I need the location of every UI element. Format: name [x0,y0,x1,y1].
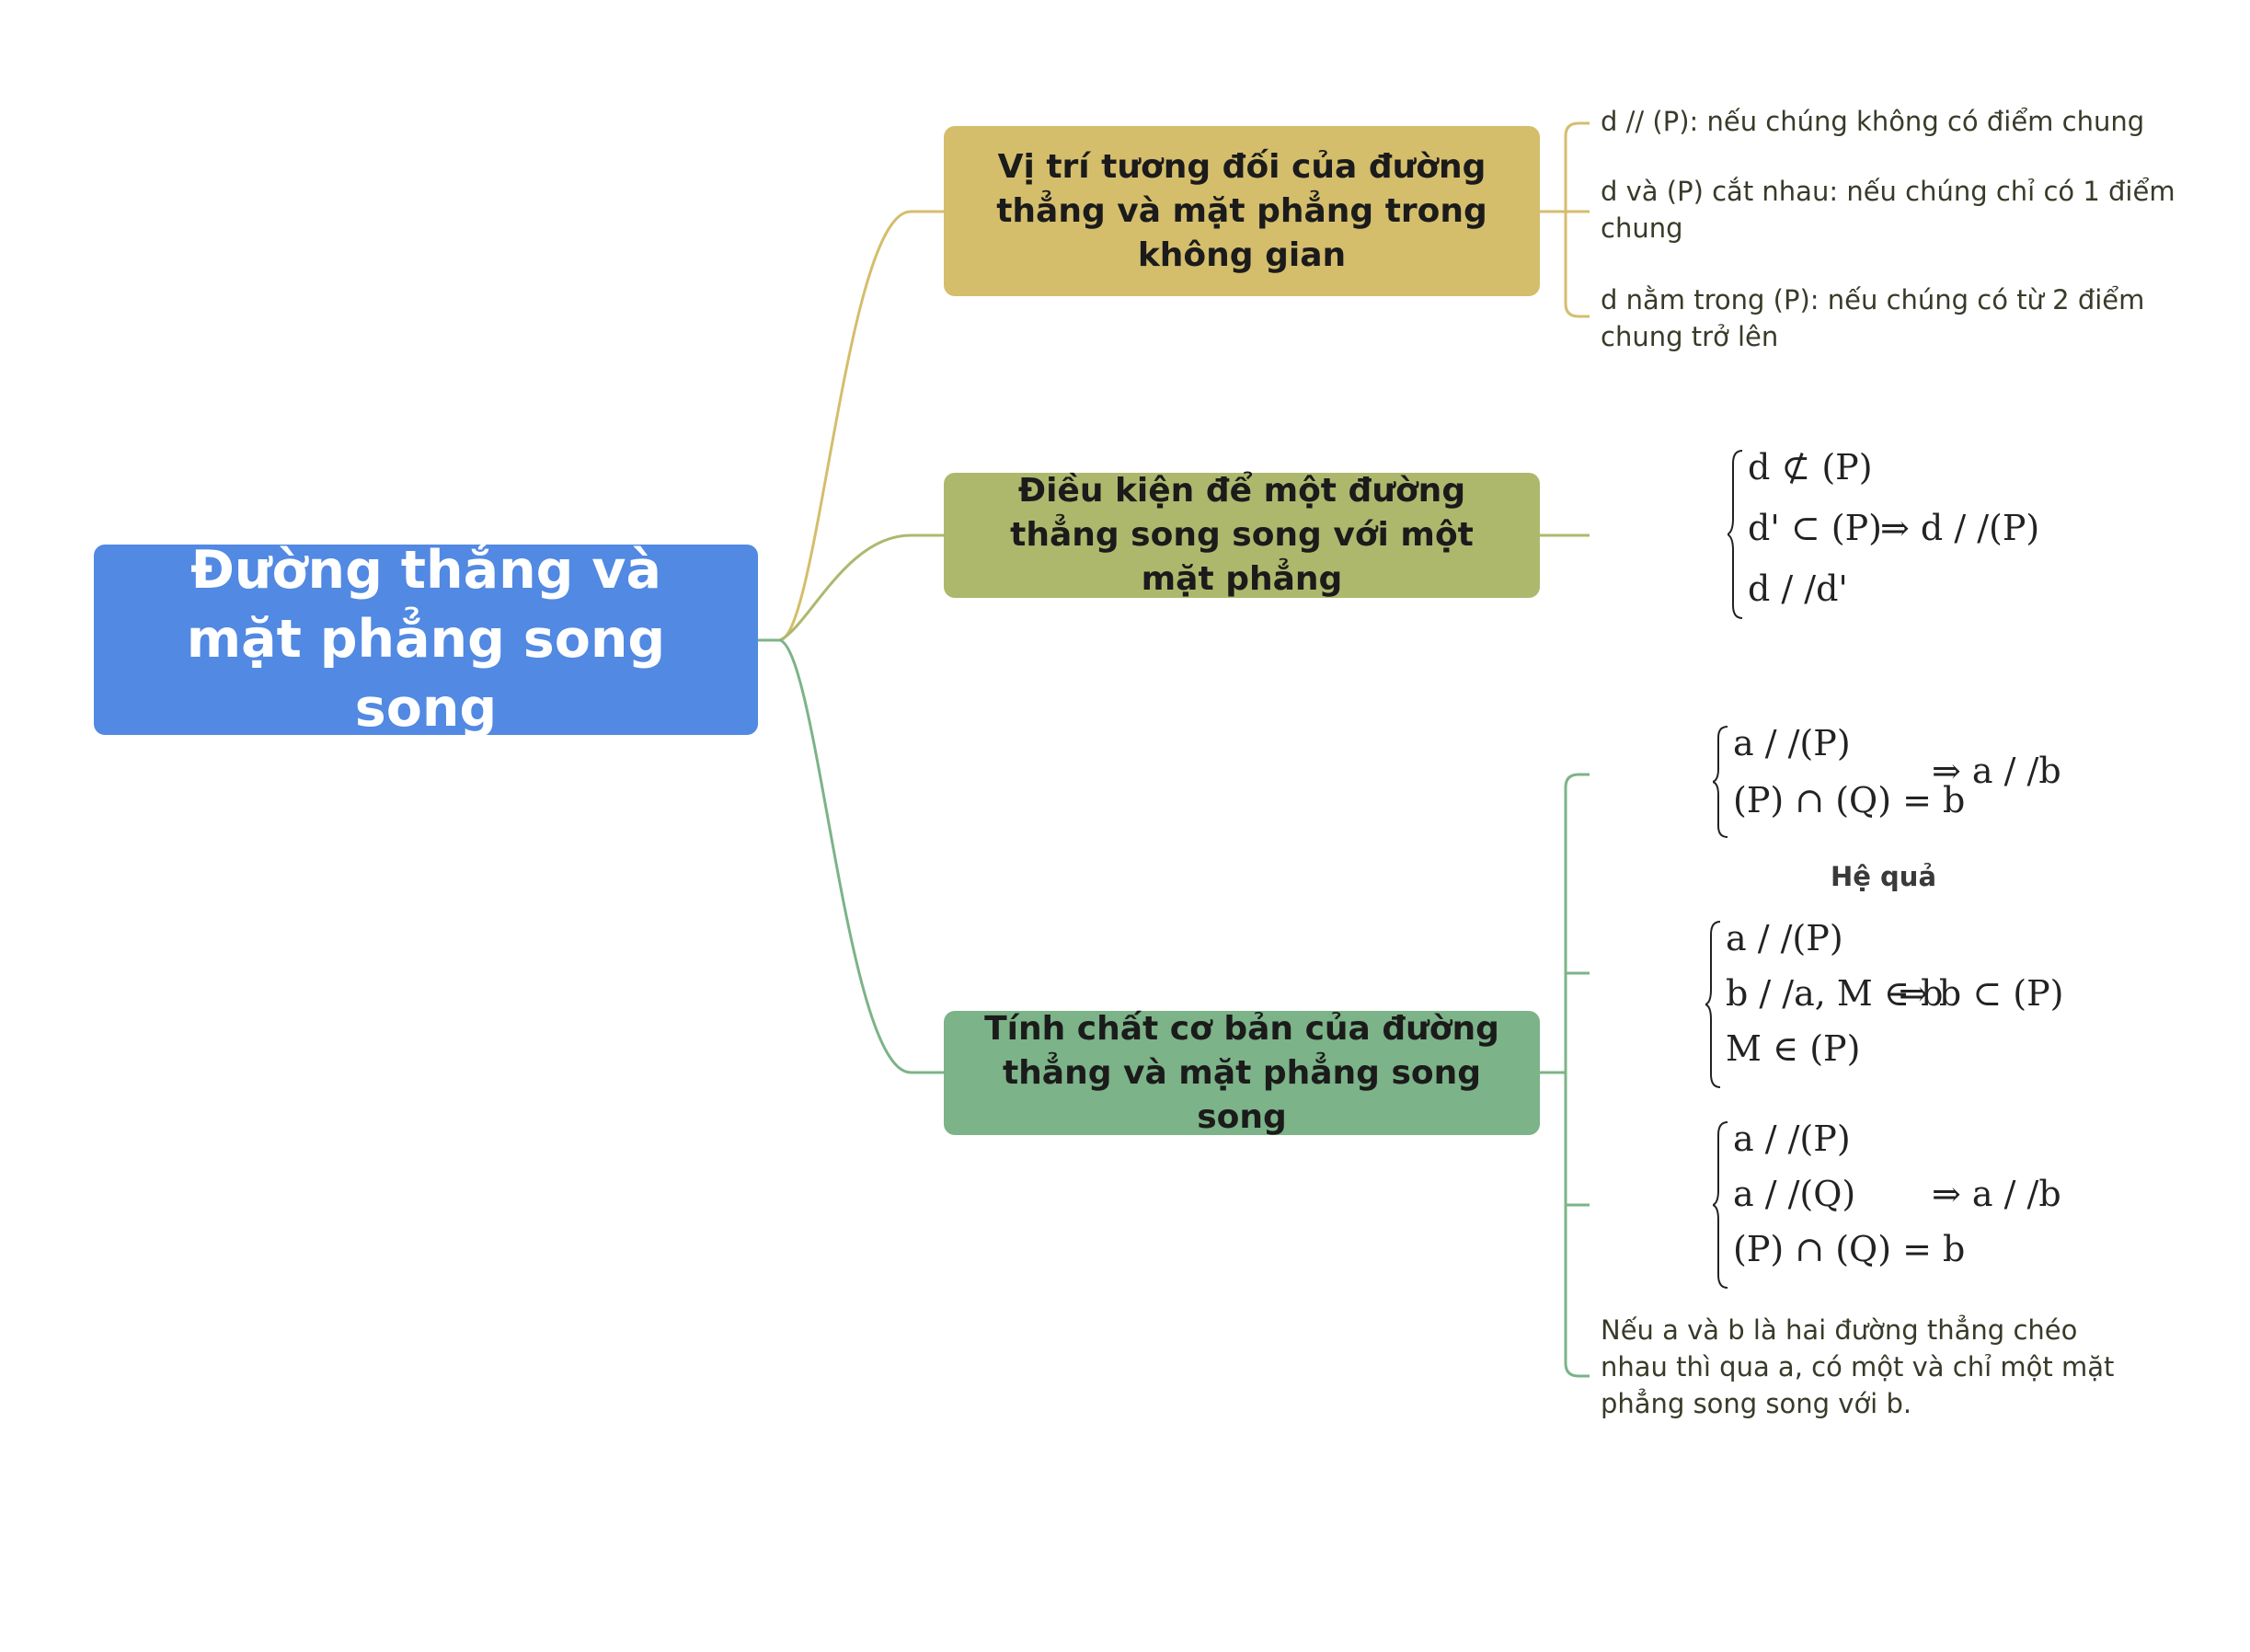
branch-title: Điều kiện để một đường thẳng song song v… [1010,472,1474,598]
link-root-branch2 [758,533,944,642]
formula-conclusion: ⇒ d / /(P) [1880,508,2040,548]
formula-line: a / /(Q) [1733,1174,1856,1214]
formula-property-2: a / /(P) a / /(Q) (P) ∩ (Q) = b ⇒ a / /b [1713,1119,2099,1293]
branch-title: Vị trí tương đối của đường thẳng và mặt … [996,147,1487,274]
formula-line: d / /d' [1748,568,1848,609]
formula-line: d' ⊂ (P) [1748,508,1882,548]
formula-line: M ∈ (P) [1726,1028,1861,1069]
leaf-parallel: d // (P): nếu chúng không có điểm chung [1601,106,2145,137]
formula-corollary: a / /(P) b / /a, M ∈ b M ∈ (P) ⇒ b ⊂ (P) [1705,918,2110,1093]
link-root-branch3 [758,638,944,1074]
formula-line: (P) ∩ (Q) = b [1733,1229,1966,1269]
leaf-intersect: d và (P) cắt nhau: nếu chúng chỉ có 1 đi… [1601,176,2184,244]
formula-line: a / /(P) [1726,918,1843,958]
branch-relative-position[interactable]: Vị trí tương đối của đường thẳng và mặt … [944,126,1540,296]
formula-conclusion: ⇒ a / /b [1932,751,2061,791]
formula-property-1: a / /(P) (P) ∩ (Q) = b ⇒ a / /b [1713,723,2081,843]
leaf-skew-lines-note: Nếu a và b là hai đường thẳng chéo nhau … [1601,1314,2123,1419]
branch-basic-properties[interactable]: Tính chất cơ bản của đường thẳng và mặt … [944,1010,1540,1136]
formula-conclusion: ⇒ a / /b [1932,1174,2061,1214]
left-brace-icon [1728,450,1743,619]
left-brace-icon [1705,921,1721,1088]
formula-conclusion: ⇒ b ⊂ (P) [1899,973,2064,1014]
corollary-label: Hệ quả [1831,861,1937,892]
root-node[interactable]: Đường thẳng và mặt phẳng song song [94,540,758,739]
leaf-contained: d nằm trong (P): nếu chúng có từ 2 điểm … [1601,284,2153,352]
formula-line: a / /(P) [1733,1119,1851,1159]
left-brace-icon [1713,726,1728,838]
left-brace-icon [1713,1121,1728,1289]
formula-parallel-condition: d ⊄ (P) d' ⊂ (P) d / /d' ⇒ d / /(P) [1728,447,2095,631]
branch-title: Tính chất cơ bản của đường thẳng và mặt … [984,1009,1499,1136]
formula-line: (P) ∩ (Q) = b [1733,780,1966,820]
formula-line: b / /a, M ∈ b [1726,973,1944,1014]
root-title: Đường thẳng và mặt phẳng song song [186,540,666,739]
formula-line: d ⊄ (P) [1748,447,1873,488]
link-branch1-leaves [1540,121,1590,318]
formula-line: a / /(P) [1733,723,1851,763]
branch-parallel-condition[interactable]: Điều kiện để một đường thẳng song song v… [944,472,1540,598]
link-root-branch1 [758,210,944,642]
link-branch3-leaves [1540,773,1590,1378]
